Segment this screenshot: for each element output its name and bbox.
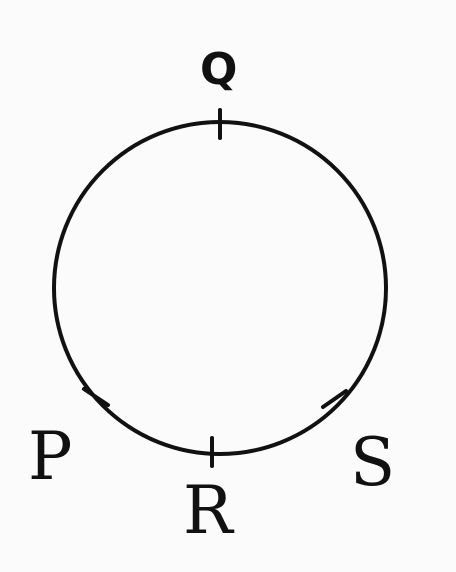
tick-mark-s [321, 389, 348, 409]
point-label-s: S [350, 424, 396, 501]
point-label-r: R [183, 472, 233, 549]
point-label-q: Q [200, 44, 238, 95]
tick-mark-p [82, 387, 110, 407]
point-label-p: P [28, 418, 73, 495]
